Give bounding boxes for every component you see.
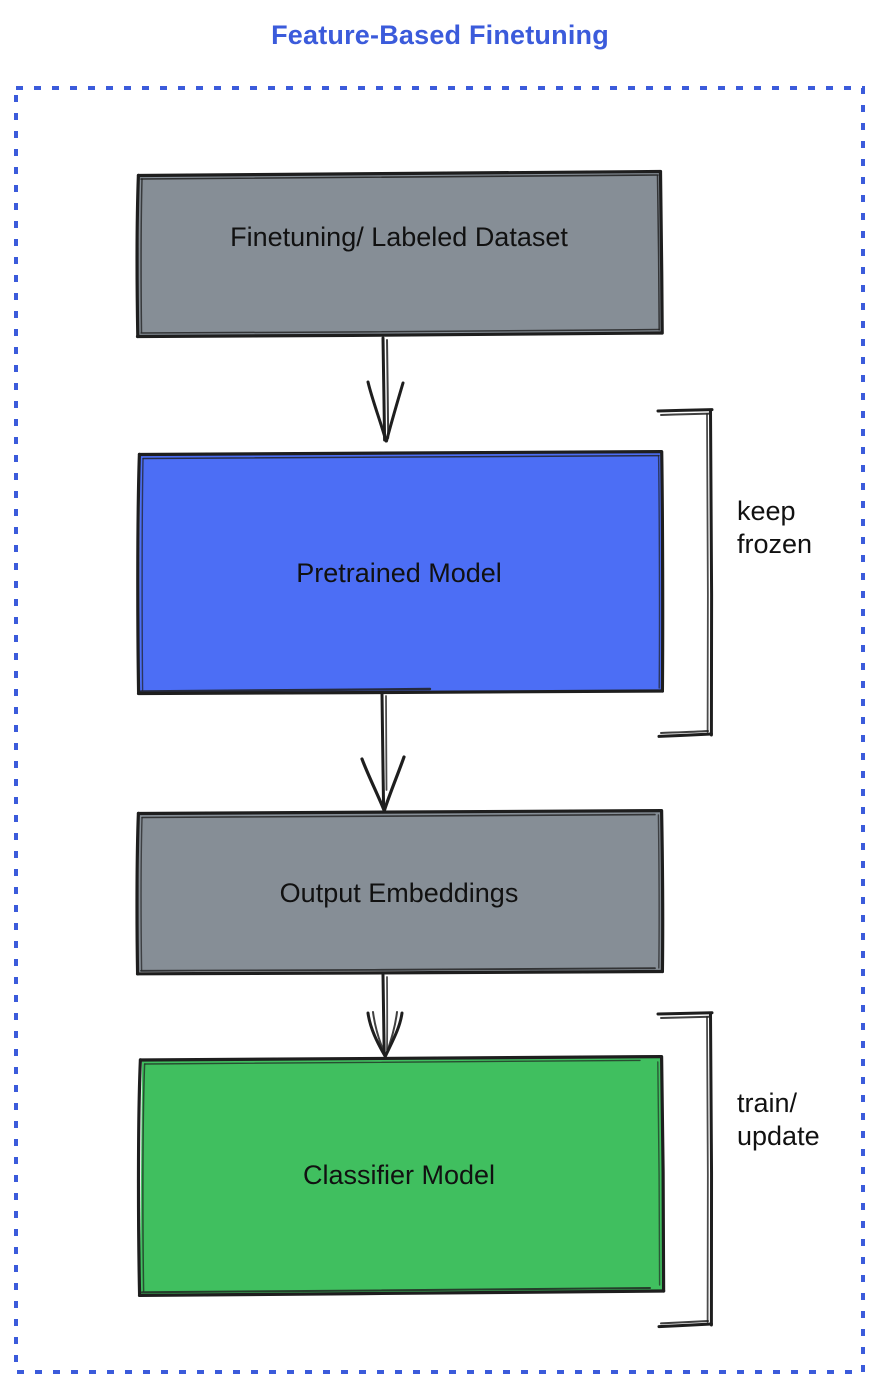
node-pretrained-model-hit[interactable]	[136, 450, 663, 694]
node-finetuning-dataset-stroke6	[140, 328, 660, 334]
node-pretrained-model-stroke8	[141, 458, 144, 691]
node-classifier-model-stroke5	[137, 1289, 666, 1297]
node-pretrained-model-fill	[139, 452, 662, 693]
node-pretrained-model-stroke6	[139, 687, 432, 693]
arrow-dataset-to-pretrained	[366, 336, 405, 443]
arrow-pretrained-to-embeddings	[360, 692, 406, 812]
node-classifier-model-stroke8	[142, 1063, 146, 1292]
node-pretrained-model-stroke2	[142, 454, 660, 460]
annotation-keep-frozen: keep frozen	[737, 496, 813, 559]
node-output-embeddings[interactable]	[135, 809, 665, 976]
page-title: Feature-Based Finetuning	[271, 20, 609, 50]
node-finetuning-dataset-stroke3	[658, 170, 664, 335]
node-output-embeddings-stroke8	[140, 817, 143, 971]
node-finetuning-dataset-stroke7	[135, 173, 140, 339]
node-pretrained-model-stroke7	[136, 452, 141, 695]
dashed-frame	[14, 86, 865, 1374]
node-finetuning-dataset-stroke5	[135, 331, 664, 339]
node-finetuning-dataset-hit[interactable]	[136, 170, 662, 336]
node-output-embeddings-stroke4	[657, 814, 660, 969]
node-classifier-model-stroke	[138, 1055, 664, 1062]
node-pretrained-model-stroke5	[136, 689, 664, 696]
node-finetuning-dataset-stroke8	[140, 178, 143, 333]
node-classifier-model-stroke2	[144, 1059, 641, 1065]
node-output-embeddings-stroke	[136, 809, 664, 816]
node-finetuning-dataset-stroke	[136, 169, 663, 178]
node-output-embeddings-stroke5	[135, 969, 664, 976]
node-classifier-model-stroke3	[660, 1055, 666, 1293]
node-output-embeddings-stroke6	[140, 967, 656, 972]
node-pretrained-model[interactable]	[136, 450, 665, 696]
node-pretrained-model-stroke3	[660, 450, 665, 693]
node-finetuning-dataset-stroke4	[656, 175, 660, 331]
node-classifier-model-hit[interactable]	[138, 1056, 665, 1296]
node-finetuning-dataset-stroke2	[140, 174, 659, 180]
bracket-train-update	[656, 1011, 714, 1329]
node-pretrained-model-stroke	[137, 450, 664, 457]
node-finetuning-dataset[interactable]	[135, 169, 664, 339]
node-pretrained-model-stroke4	[657, 455, 661, 689]
node-output-embeddings-stroke7	[135, 811, 140, 976]
node-output-embeddings-stroke3	[660, 809, 665, 974]
bracket-keep-frozen	[656, 408, 714, 738]
node-classifier-model-stroke4	[657, 1061, 661, 1286]
node-output-embeddings-stroke2	[141, 813, 656, 819]
node-classifier-model-stroke7	[136, 1058, 142, 1297]
annotation-train-update: train/ update	[737, 1088, 820, 1151]
arrow-embeddings-to-classifier	[366, 973, 404, 1058]
node-output-embeddings-hit[interactable]	[136, 810, 663, 974]
node-finetuning-dataset-fill	[138, 172, 662, 336]
node-classifier-model-fill	[140, 1057, 664, 1295]
node-output-embeddings-fill	[138, 811, 662, 972]
node-classifier-model[interactable]	[136, 1055, 666, 1297]
node-classifier-model-stroke6	[141, 1287, 651, 1294]
